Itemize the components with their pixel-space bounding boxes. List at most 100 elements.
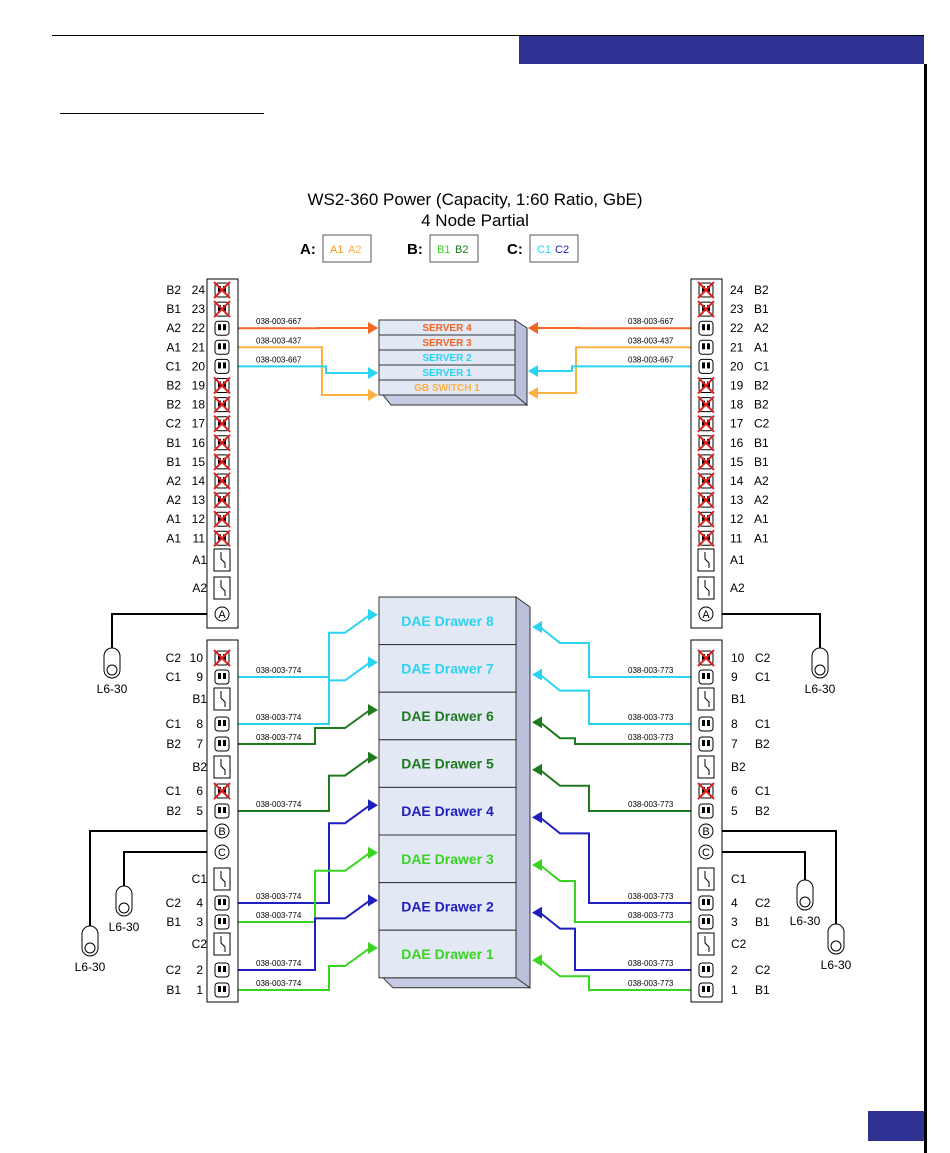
cable-arrow-icon [532,906,542,919]
disabled-x-icon [213,376,231,395]
cable-arrow-icon [532,621,542,633]
feed-letter: C [702,847,710,859]
outlet-left-12 [213,510,231,528]
outlet-right-24 [697,281,715,299]
disabled-x-icon [697,434,715,452]
breaker-phase-label: C2 [192,937,208,951]
outlet-socket-icon [698,358,714,374]
cable-part-number: 038-003-774 [256,892,302,901]
power-plug-left-B: L6-30 [75,925,106,974]
feed-letter: C [218,847,226,859]
outlet-number-label: 11 [193,531,206,545]
outlet-right-11 [697,529,715,548]
cable-part-number: 038-003-774 [256,713,302,722]
outlet-pin-icon [702,966,705,972]
outlet-phase-label: C2 [755,963,771,977]
breaker-phase-label: A1 [730,553,745,567]
outlet-right-18 [697,395,715,414]
plug-label: L6-30 [821,958,852,972]
outlet-phase-label: C1 [166,717,182,731]
outlet-pin-icon [707,362,710,369]
cable-arrow-icon [368,367,378,379]
outlet-phase-label: B1 [166,915,181,929]
breaker-right-B2 [697,755,715,779]
feed-cable-left-A [111,613,222,650]
outlet-pin-icon [707,673,710,679]
outlet-phase-label: B1 [755,983,770,997]
outlet-right-1 [698,982,714,998]
outlet-right-22 [698,320,714,336]
outlet-phase-label: B2 [166,379,181,393]
outlet-pin-icon [702,720,705,726]
outlet-pin-icon [702,740,705,746]
outlet-number-label: 4 [196,896,203,910]
outlet-phase-label: B1 [754,302,769,316]
outlet-left-16 [213,434,231,452]
outlet-pin-icon [702,496,705,503]
dae-drawer [378,691,517,741]
outlet-phase-label: C2 [755,896,771,910]
outlet-socket-icon [698,982,714,998]
cable-left-8 [237,613,371,725]
outlet-left-19 [213,376,231,395]
feed-letter: B [218,826,225,838]
server-label: SERVER 4 [422,323,472,334]
outlet-pin-icon [218,438,221,445]
server-unit [378,379,516,396]
disabled-x-icon [213,529,231,548]
outlet-pin-icon [218,899,221,905]
dae-drawer-label: DAE Drawer 1 [401,946,494,962]
outlet-socket-icon [698,716,714,732]
outlet-number-label: 6 [731,784,738,798]
phase-legend-key: A: [300,241,316,258]
outlet-pin-icon [707,496,710,503]
breaker-switch-icon [704,691,710,707]
outlet-number-label: 11 [730,531,743,545]
outlet-pin-icon [702,381,705,388]
outlet-socket-icon [214,736,230,752]
outlet-pin-icon [218,419,221,426]
outlet-socket-icon [214,358,230,374]
outlet-phase-label: A2 [166,493,181,507]
cable-right-9 [539,626,691,678]
disabled-x-icon [697,376,715,395]
outlet-pin-icon [218,515,221,522]
outlet-pin-icon [707,654,710,660]
disabled-x-icon [697,510,715,528]
disabled-x-icon [213,300,231,318]
outlet-right-8 [698,716,714,732]
dae-drawer-label: DAE Drawer 8 [401,613,494,629]
disabled-x-icon [213,453,231,471]
dae-drawer-label: DAE Drawer 3 [401,851,494,867]
outlet-number-label: 9 [196,670,203,684]
dae-drawer-label: DAE Drawer 5 [401,756,494,772]
outlet-left-2 [214,962,230,978]
feed-circle-icon [214,823,230,839]
outlet-pin-icon [218,381,221,388]
outlet-left-18 [213,395,231,414]
outlet-pin-icon [223,899,226,905]
outlet-pin-icon [702,457,705,464]
outlet-socket-icon [214,895,230,911]
breaker-phase-label: A2 [730,581,745,595]
outlet-phase-label: B1 [166,302,181,316]
outlet-phase-label: B2 [755,737,770,751]
outlet-left-13 [213,491,231,509]
outlet-phase-label: A1 [166,340,181,354]
outlet-pin-icon [223,515,226,522]
server-stack-base [381,394,529,406]
outlet-pin-icon [218,918,221,924]
outlet-pin-icon [223,986,226,992]
dae-drawer-label: DAE Drawer 4 [401,803,494,819]
outlet-left-21 [214,339,230,355]
outlet-pin-icon [223,324,226,331]
plug-face-icon [106,664,118,676]
outlet-right-12 [697,510,715,528]
cable-part-number: 038-003-667 [256,355,302,364]
header-band [519,36,924,64]
outlet-pin-icon [223,966,226,972]
outlet-number-label: 14 [192,474,206,488]
